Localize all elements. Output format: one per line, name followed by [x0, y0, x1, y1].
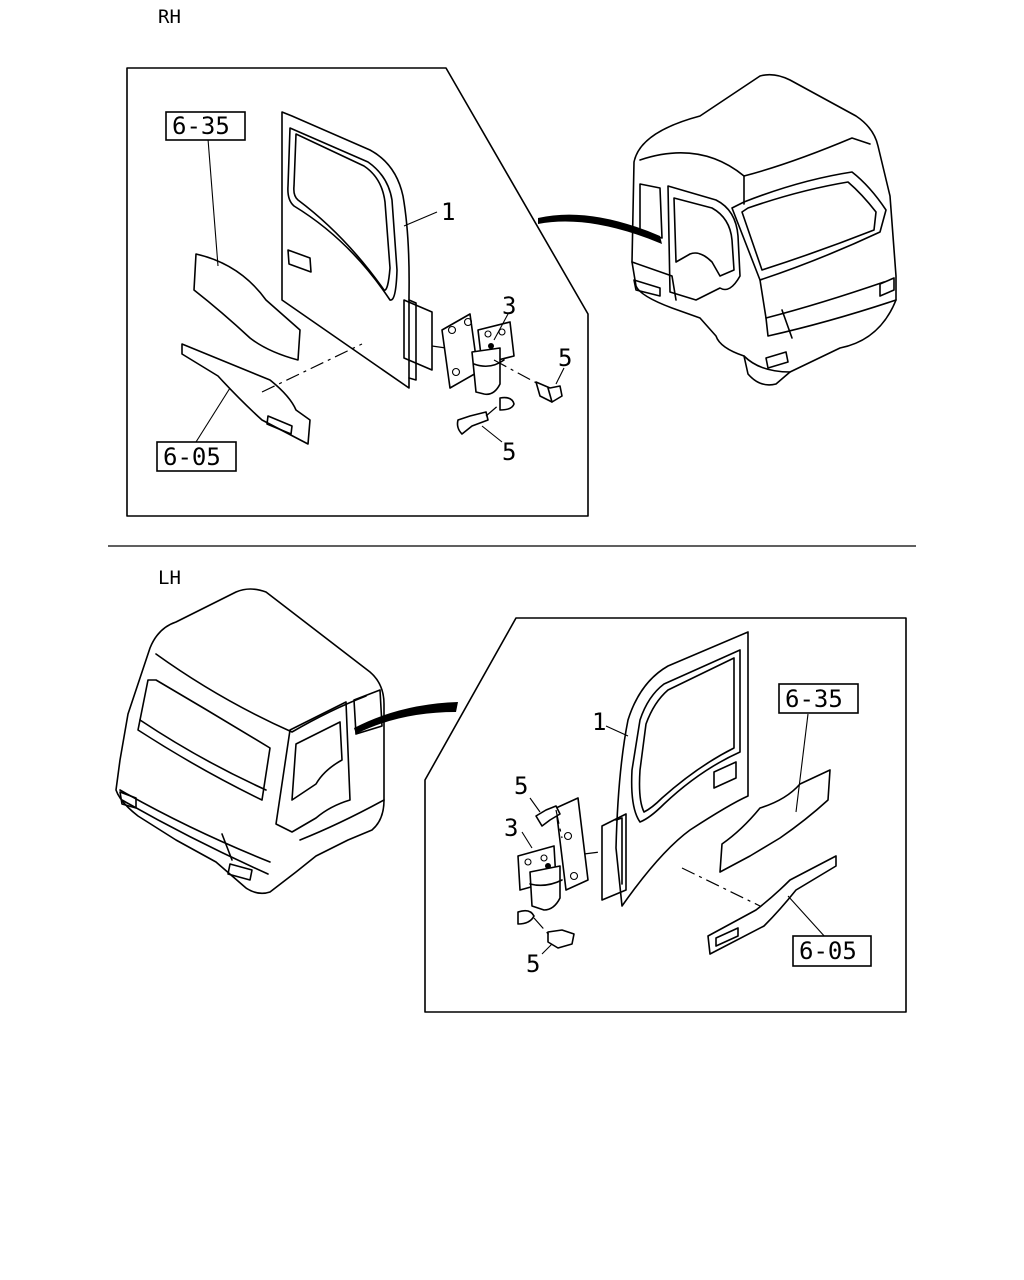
lh-detail-frame — [424, 617, 907, 1013]
rh-upper-seal — [193, 253, 301, 361]
lh-bolt-upper — [535, 805, 563, 839]
lh-ref-lower-leader — [787, 895, 827, 939]
rh-bolt-upper — [493, 359, 563, 403]
lh-callout-bolt-upper: 5 — [514, 772, 528, 800]
lh-ref-upper: 6-35 — [785, 685, 843, 713]
rh-callout-bolt-upper: 5 — [558, 344, 572, 372]
lh-upper-seal — [719, 769, 831, 873]
rh-callout-3-leader — [493, 313, 509, 341]
lh-lower-strip — [707, 855, 837, 955]
lh-truck-cab — [115, 588, 385, 895]
rh-ref-box-upper — [165, 111, 246, 141]
rh-truck-cab — [631, 73, 897, 386]
lh-door-axis-line — [681, 867, 761, 907]
rh-door-axis-line — [261, 343, 363, 393]
lh-ref-box-lower — [792, 935, 872, 967]
rh-ref-lower-leader — [195, 387, 231, 443]
rh-bolt-lower — [456, 396, 515, 435]
rh-callout-door: 1 — [441, 198, 455, 226]
lh-section-label: LH — [158, 567, 181, 589]
lh-lower-strip-slot — [715, 927, 739, 947]
lh-callout-hinge: 3 — [504, 814, 518, 842]
lh-hinge-axis-line — [583, 851, 601, 855]
rh-callout-bolt-lower: 5 — [502, 438, 516, 466]
rh-ref-upper-leader — [207, 138, 219, 267]
lh-callout-5a-leader — [529, 797, 541, 813]
lh-ref-box-upper — [778, 683, 859, 714]
lh-hinge — [517, 797, 589, 911]
lh-callout-1-leader — [605, 725, 629, 737]
rh-detail-frame — [126, 67, 589, 517]
rh-door-panel — [281, 111, 433, 389]
lh-door-panel — [601, 631, 749, 907]
rh-location-arrow — [538, 214, 662, 244]
rh-ref-lower: 6-05 — [163, 443, 221, 471]
rh-section-label: RH — [158, 6, 181, 28]
rh-lower-strip — [181, 343, 311, 445]
rh-callout-5a-leader — [555, 367, 565, 385]
lh-callout-3-leader — [521, 831, 533, 849]
lh-ref-lower: 6-05 — [799, 937, 857, 965]
lh-callout-bolt-lower: 5 — [526, 950, 540, 978]
lh-location-arrow — [354, 702, 458, 734]
lh-callout-5b-leader — [541, 943, 553, 955]
rh-callout-hinge: 3 — [502, 292, 516, 320]
lh-callout-door: 1 — [592, 708, 606, 736]
rh-lower-strip-slot — [266, 415, 293, 435]
lh-bolt-lower — [517, 909, 575, 949]
rh-hinge — [441, 313, 515, 396]
rh-ref-box-lower — [156, 441, 237, 472]
rh-callout-1-leader — [403, 211, 438, 227]
rh-ref-upper: 6-35 — [172, 112, 230, 140]
lh-ref-upper-leader — [795, 713, 809, 813]
rh-callout-5b-leader — [481, 425, 503, 443]
